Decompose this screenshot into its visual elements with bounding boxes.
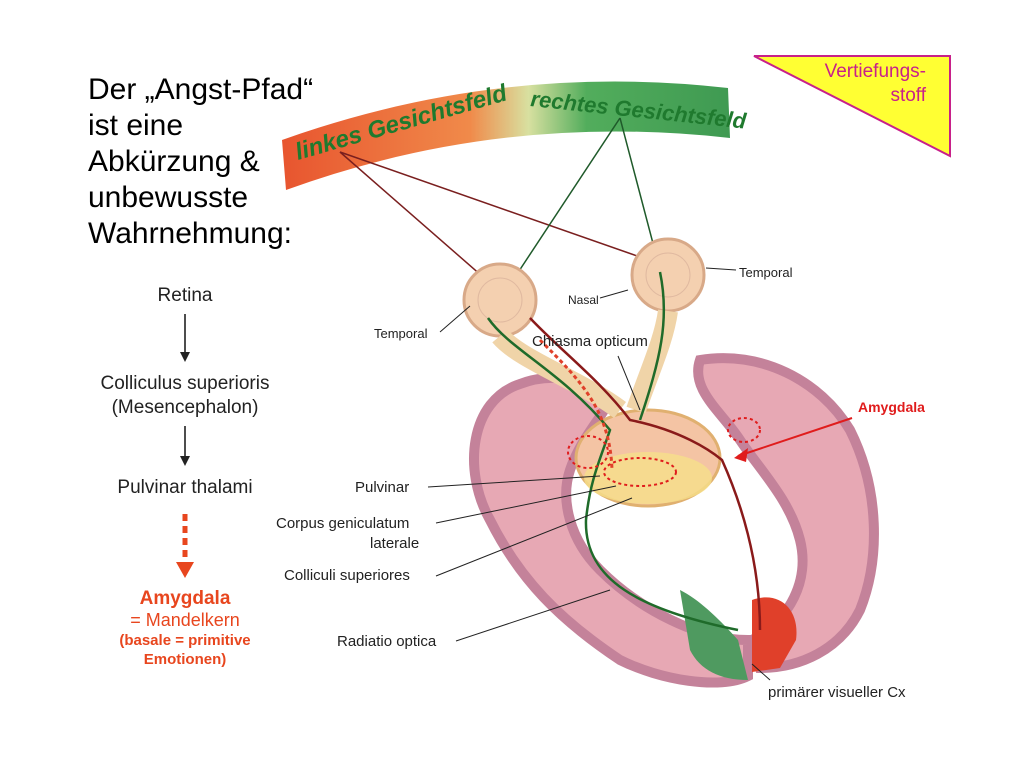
badge-triangle-shape [753,55,951,158]
amygdala-pointer-arrow [734,448,748,462]
optic-nerve-left [492,329,626,419]
dashed-arrow-down-icon [176,514,194,578]
flow-step-retina: Retina [157,285,213,306]
thalamus-highlight [584,452,712,504]
green-pathway [486,271,739,632]
label-cgl-2: laterale [370,535,419,552]
dashed-pathway-left [538,338,614,471]
flow-step-mesencephalon: (Mesencephalon) [111,397,259,418]
slide-heading: Der „Angst-Pfad“ ist eine Abkürzung & un… [88,72,313,252]
visual-cortex-right-region [752,597,797,672]
flow-amygdala-note-2: Emotionen) [143,651,227,668]
badge-label: Vertiefungs- stoff [825,60,926,108]
label-leaders [427,267,771,681]
visual-cortex-left-region [680,590,748,680]
heading-line-3: Abkürzung & [88,145,260,178]
heading-line-2: ist eine [88,109,184,142]
vertiefung-badge: Vertiefungs- stoff [752,54,952,158]
badge-line-1: Vertiefungs- [824,61,926,82]
label-nasal: Nasal [568,293,599,307]
label-amygdala: Amygdala [858,399,925,415]
heading-line-5: Wahrnehmung: [88,217,292,250]
pulvinar-dotted [603,457,677,487]
amygdala-dotted-left [567,435,609,469]
arrow-down-icon [180,426,190,466]
red-pathway [529,317,762,631]
label-cgl-1: Corpus geniculatum [276,515,409,532]
amygdala-pointer-line [737,417,853,457]
label-temporal-right: Temporal [739,265,793,280]
flow-amygdala-title: Amygdala [139,588,231,609]
badge-line-2: stoff [890,85,926,106]
label-chiasma: Chiasma opticum [532,333,648,350]
label-visual-cortex: primärer visueller Cx [768,684,906,701]
flow-step-colliculus: Colliculus superioris [100,373,270,394]
flow-amygdala-subtitle: = Mandelkern [130,610,240,630]
pathway-flow: Retina Colliculus superioris (Mesencepha… [60,284,310,669]
visual-field-band [282,81,730,190]
arrow-down-icon [180,314,190,362]
eye-right [630,237,706,313]
optic-nerve-right [626,309,678,414]
label-radiatio: Radiatio optica [337,633,437,650]
label-colliculi: Colliculi superiores [284,567,410,584]
eye-left [462,262,538,338]
label-temporal-left: Temporal [374,326,428,341]
label-pulvinar: Pulvinar [355,479,409,496]
flow-amygdala-note-1: (basale = primitive [119,632,251,649]
amygdala-dotted-right [727,417,761,443]
heading-line-1: Der „Angst-Pfad“ [88,73,314,106]
heading-line-4: unbewusste [88,181,249,214]
flow-step-pulvinar: Pulvinar thalami [117,477,253,498]
